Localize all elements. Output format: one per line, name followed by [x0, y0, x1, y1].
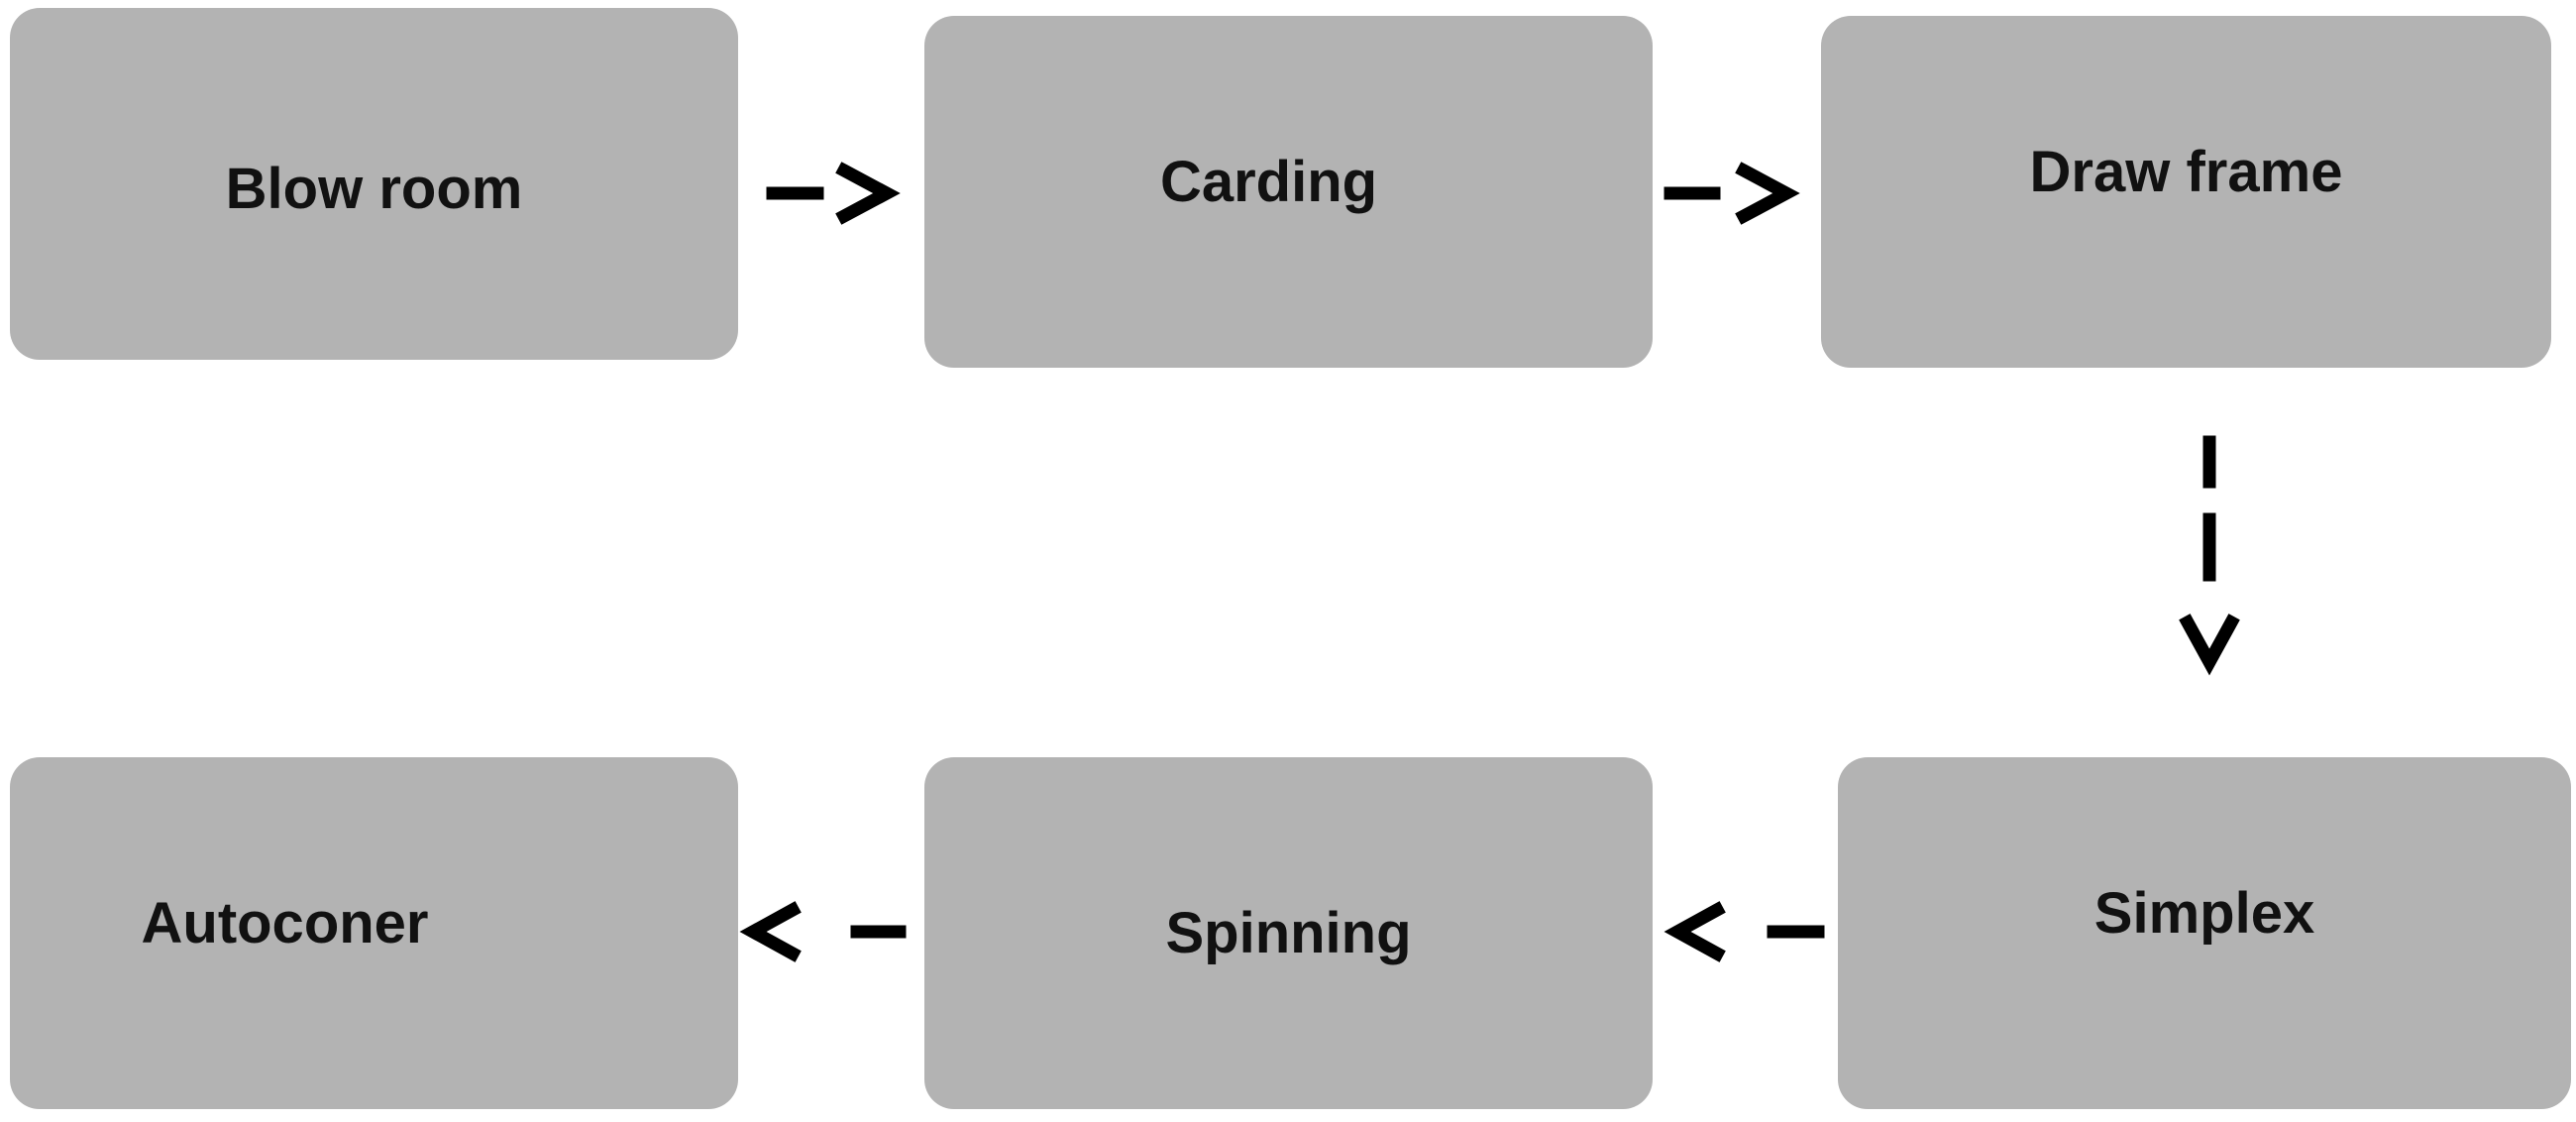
step-label: Draw frame	[2029, 140, 2343, 204]
step-carding: Carding	[924, 16, 1653, 368]
step-label: Simplex	[2093, 881, 2315, 946]
arrow-blow-room-to-carding	[766, 162, 901, 225]
step-label: Autoconer	[141, 891, 429, 955]
arrow-draw-frame-to-simplex	[2179, 435, 2240, 676]
step-spinning: Spinning	[924, 757, 1653, 1109]
arrow-spinning-to-autoconer	[739, 901, 907, 962]
step-label: Spinning	[1165, 901, 1412, 965]
arrow-carding-to-draw-frame	[1664, 162, 1800, 225]
step-blow-room: Blow room	[10, 8, 738, 360]
step-draw-frame: Draw frame	[1821, 16, 2551, 368]
step-label: Blow room	[225, 157, 523, 221]
arrow-simplex-to-spinning	[1664, 901, 1825, 962]
step-simplex: Simplex	[1838, 757, 2571, 1109]
step-label: Carding	[1159, 150, 1378, 214]
step-autoconer: Autoconer	[10, 757, 738, 1109]
